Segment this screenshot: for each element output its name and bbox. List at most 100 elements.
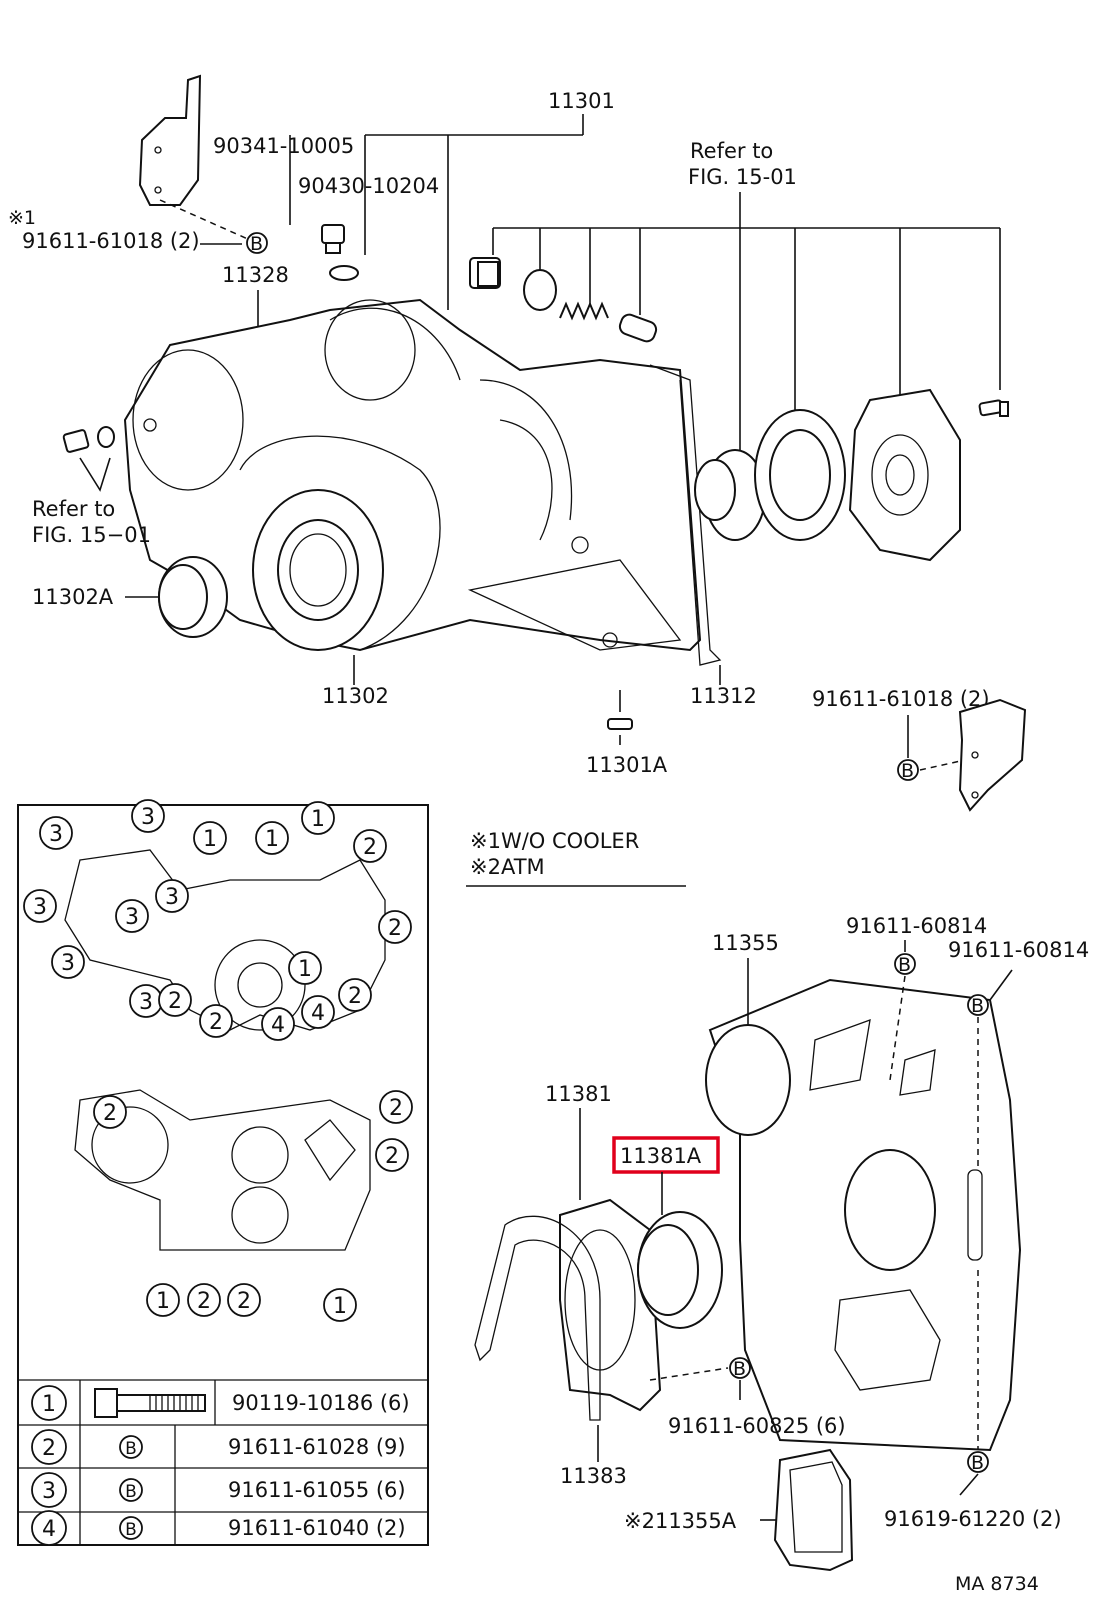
svg-text:B: B: [125, 1520, 137, 1540]
label-91611-60814-b: 91611-60814: [948, 938, 1089, 962]
b-bolt-symbol: B: [894, 953, 916, 976]
svg-text:4: 4: [311, 1001, 325, 1026]
svg-text:B: B: [250, 233, 263, 255]
label-11381: 11381: [545, 1082, 612, 1106]
svg-text:2: 2: [363, 835, 377, 860]
label-90341-10005: 90341-10005: [213, 134, 354, 158]
legend-bolt-icon: B: [119, 1516, 143, 1540]
label-91611-61018-left: 91611-61018 (2): [22, 229, 200, 253]
svg-text:1: 1: [42, 1392, 56, 1417]
small-screw: [978, 399, 1009, 417]
oil-seal-11381A: [637, 1211, 723, 1329]
bolt-position-marker: 2: [31, 1429, 67, 1465]
gasket-ring: [523, 269, 557, 311]
bolt-with-washer-left: [62, 426, 115, 453]
label-91611-60814-a: 91611-60814: [846, 914, 987, 938]
svg-text:4: 4: [271, 1013, 285, 1038]
oil-pump-gear-drive: [694, 449, 766, 541]
bolt-position-marker: 1: [323, 1288, 357, 1322]
bolt-position-marker: 3: [131, 799, 165, 833]
bolt-position-marker: 1: [31, 1385, 67, 1421]
gasket-11312: [649, 364, 722, 666]
svg-text:2: 2: [389, 1096, 403, 1121]
note-wo-cooler: ※1W/O COOLER: [470, 829, 639, 853]
b-bolt-symbol: B: [967, 994, 989, 1017]
relief-valve-plug: [469, 257, 501, 289]
svg-text:1: 1: [298, 957, 312, 982]
svg-text:2: 2: [103, 1101, 117, 1126]
bolt-position-marker: 3: [31, 1472, 67, 1508]
svg-text:1: 1: [156, 1289, 170, 1314]
bolt-position-marker: 2: [187, 1283, 221, 1317]
bracket-top-left: [138, 74, 202, 206]
svg-text:B: B: [733, 1358, 746, 1380]
drain-plug: [321, 224, 359, 281]
bolt-position-marker: 1: [301, 801, 335, 835]
oil-pump-cover: [848, 388, 961, 562]
svg-text:B: B: [971, 1452, 984, 1474]
refer-top-line2: FIG. 15-01: [688, 165, 797, 189]
bolt-position-marker: 2: [378, 910, 412, 944]
label-91611-61018-right: 91611-61018 (2): [812, 687, 990, 711]
refer-top-line1: Refer to: [690, 139, 773, 163]
label-11301: 11301: [548, 89, 615, 113]
relief-spring: [559, 301, 609, 321]
bolt-position-marker: 4: [31, 1510, 67, 1546]
bolt-position-marker: 3: [23, 889, 57, 923]
bolt-position-marker: 1: [255, 821, 289, 855]
svg-text:1: 1: [265, 827, 279, 852]
svg-text:3: 3: [165, 885, 179, 910]
bolt-position-marker: 2: [353, 829, 387, 863]
svg-text:3: 3: [49, 822, 63, 847]
svg-text:2: 2: [197, 1289, 211, 1314]
relief-piston: [618, 313, 658, 343]
bolt-position-marker: 2: [199, 1004, 233, 1038]
bolt-position-markers-bottom: 2 2 2 1 2 2 1: [93, 1090, 413, 1322]
label-11355A: ※211355A: [624, 1509, 737, 1533]
svg-text:3: 3: [125, 905, 139, 930]
bolt-position-marker: 3: [115, 899, 149, 933]
svg-text:2: 2: [42, 1436, 56, 1461]
bolt-position-marker: 3: [39, 816, 73, 850]
svg-text:2: 2: [168, 989, 182, 1014]
legend-bolt-icon: B: [119, 1478, 143, 1502]
svg-text:B: B: [898, 954, 911, 976]
bolt-position-marker: 2: [379, 1090, 413, 1124]
svg-text:3: 3: [33, 895, 47, 920]
bolt-position-marker: 2: [338, 978, 372, 1012]
svg-text:3: 3: [61, 951, 75, 976]
label-11328: 11328: [222, 263, 289, 287]
b-bolt-symbol: B: [246, 232, 268, 255]
label-11302: 11302: [322, 684, 389, 708]
bolt-position-marker: 1: [193, 821, 227, 855]
label-11302A: 11302A: [32, 585, 114, 609]
legend-part-number: 91611-61028 (9): [228, 1435, 406, 1459]
svg-text:2: 2: [237, 1289, 251, 1314]
label-11312: 11312: [690, 684, 757, 708]
rear-end-plate-11355: [705, 978, 1022, 1452]
note1-mark: ※1: [8, 207, 36, 229]
svg-text:B: B: [125, 1482, 137, 1502]
bolt-legend-table: [18, 1379, 428, 1545]
bolt-position-marker: 3: [129, 984, 163, 1018]
bolt-position-marker: 1: [146, 1283, 180, 1317]
bolt-position-marker: 3: [51, 945, 85, 979]
svg-text:B: B: [971, 995, 984, 1017]
seal-retainer-11381: [559, 1198, 662, 1412]
bolt-position-marker: 2: [375, 1138, 409, 1172]
cover-plate-11355A: [773, 1448, 854, 1572]
timing-cover: [123, 298, 702, 652]
dowel-pin: [607, 718, 633, 730]
svg-text:1: 1: [333, 1294, 347, 1319]
legend-bolt-icon: B: [119, 1435, 143, 1459]
refer-left-line2: FIG. 15−01: [32, 523, 151, 547]
label-91611-60825: 91611-60825 (6): [668, 1414, 846, 1438]
flange-bolt-icon: [94, 1388, 206, 1418]
bolt-position-marker: 1: [288, 951, 322, 985]
svg-text:2: 2: [388, 916, 402, 941]
bolt-position-marker: 2: [93, 1095, 127, 1129]
label-91619-61220: 91619-61220 (2): [884, 1507, 1062, 1531]
svg-text:1: 1: [203, 827, 217, 852]
